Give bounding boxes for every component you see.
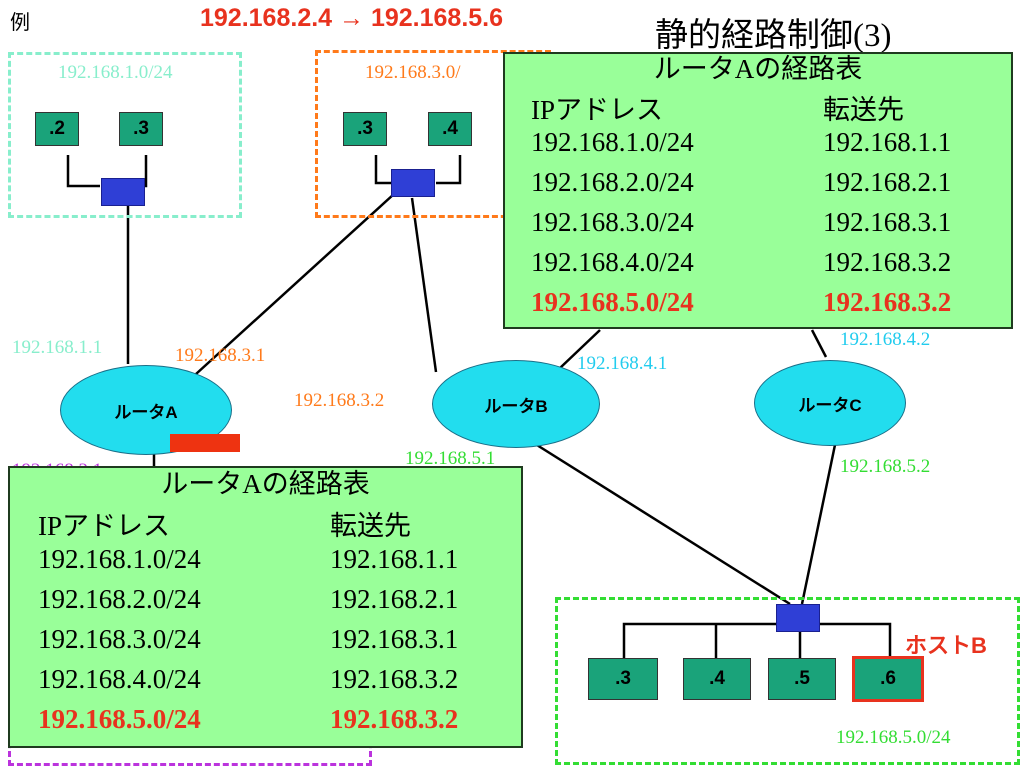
iface-rb-net3: 192.168.3.2	[294, 390, 385, 411]
table-row: 192.168.1.0/24 192.168.1.1	[531, 127, 951, 158]
header-next: 転送先	[823, 95, 904, 125]
row-next: 192.168.3.2	[330, 704, 459, 734]
iface-rb-net5: 192.168.5.1	[405, 448, 496, 469]
iface-ra-net1: 192.168.1.1	[12, 337, 103, 358]
routing-table-header: IPアドレス 転送先	[531, 88, 904, 127]
hub-net5[interactable]	[776, 604, 820, 632]
net3-tree-link	[436, 155, 462, 185]
table-row: 192.168.1.0/24 192.168.1.1	[38, 544, 458, 575]
packet-marker	[170, 434, 240, 452]
example-label: 例	[10, 12, 30, 34]
route-title: 192.168.2.4 → 192.168.5.6	[200, 4, 504, 32]
router-c[interactable]: ルータC	[754, 360, 906, 446]
row-next: 192.168.3.2	[823, 287, 952, 317]
table-row: 192.168.4.0/24 192.168.3.2	[531, 247, 951, 278]
host-net5-5[interactable]: .5	[768, 658, 836, 700]
row-next: 192.168.3.2	[823, 247, 952, 277]
host-net1-3[interactable]: .3	[119, 112, 163, 146]
table-row: 192.168.2.0/24 192.168.2.1	[38, 584, 458, 615]
net3-tree-link	[374, 155, 392, 185]
row-ip: 192.168.1.0/24	[38, 544, 201, 574]
link-router-c-net4	[810, 329, 828, 358]
row-next: 192.168.3.1	[823, 207, 952, 237]
row-ip: 192.168.2.0/24	[531, 167, 694, 197]
row-next: 192.168.1.1	[330, 544, 459, 574]
link-hub3-router-b	[410, 197, 438, 373]
net3-label: 192.168.3.0/	[365, 62, 461, 83]
routing-table-top: ルータAの経路表 IPアドレス 転送先 192.168.1.0/24 192.1…	[503, 52, 1013, 329]
hub-net1[interactable]	[101, 178, 145, 206]
net5-boundary	[555, 597, 1020, 765]
router-b[interactable]: ルータB	[432, 360, 600, 448]
link-router-b-hub5	[512, 428, 791, 606]
row-next: 192.168.3.1	[330, 624, 459, 654]
hub-net3[interactable]	[391, 169, 435, 197]
net1-boundary	[8, 52, 242, 218]
row-ip: 192.168.4.0/24	[38, 664, 201, 694]
table-row: 192.168.2.0/24 192.168.2.1	[531, 167, 951, 198]
header-ip: IPアドレス	[531, 95, 664, 125]
slide-title: 静的経路制御(3)	[655, 18, 892, 54]
net5-bus	[622, 622, 892, 658]
row-next: 192.168.3.2	[330, 664, 459, 694]
row-ip: 192.168.2.0/24	[38, 584, 201, 614]
table-row-highlight: 192.168.5.0/24 192.168.3.2	[38, 704, 458, 735]
row-ip: 192.168.1.0/24	[531, 127, 694, 157]
table-row-highlight: 192.168.5.0/24 192.168.3.2	[531, 287, 951, 318]
row-ip: 192.168.4.0/24	[531, 247, 694, 277]
header-next: 転送先	[330, 511, 411, 541]
table-row: 192.168.4.0/24 192.168.3.2	[38, 664, 458, 695]
host-net3-3[interactable]: .3	[343, 112, 387, 146]
host-net5-4[interactable]: .4	[683, 658, 751, 700]
link-hub3-router-a	[195, 193, 395, 375]
iface-rc-net5: 192.168.5.2	[840, 456, 931, 477]
routing-table-title: ルータAの経路表	[653, 54, 863, 84]
row-next: 192.168.2.1	[330, 584, 459, 614]
host-b-label: ホストB	[905, 633, 987, 658]
row-ip: 192.168.3.0/24	[38, 624, 201, 654]
row-next: 192.168.2.1	[823, 167, 952, 197]
link-router-c-hub5	[800, 439, 838, 605]
header-ip: IPアドレス	[38, 511, 171, 541]
net1-tree-link	[66, 155, 100, 188]
routing-table-bottom: ルータAの経路表 IPアドレス 転送先 192.168.1.0/24 192.1…	[8, 466, 523, 748]
iface-ra-net3: 192.168.3.1	[175, 345, 266, 366]
table-row: 192.168.3.0/24 192.168.3.1	[38, 624, 458, 655]
host-net5-3[interactable]: .3	[588, 658, 658, 700]
router-a[interactable]: ルータA	[60, 365, 232, 455]
host-net3-4[interactable]: .4	[428, 112, 472, 146]
iface-rc-net4: 192.168.4.2	[840, 329, 931, 350]
routing-table-title: ルータAの経路表	[161, 469, 370, 499]
host-net1-2[interactable]: .2	[35, 112, 79, 146]
row-ip: 192.168.5.0/24	[531, 287, 694, 317]
row-ip: 192.168.5.0/24	[38, 704, 201, 734]
row-next: 192.168.1.1	[823, 127, 952, 157]
table-row: 192.168.3.0/24 192.168.3.1	[531, 207, 951, 238]
host-b[interactable]: .6	[852, 656, 924, 702]
net5-label: 192.168.5.0/24	[836, 727, 951, 748]
link-router-b-net4	[559, 329, 601, 369]
routing-table-header: IPアドレス 転送先	[38, 504, 411, 543]
row-ip: 192.168.3.0/24	[531, 207, 694, 237]
iface-rb-net4: 192.168.4.1	[577, 353, 668, 374]
net1-label: 192.168.1.0/24	[58, 62, 173, 83]
